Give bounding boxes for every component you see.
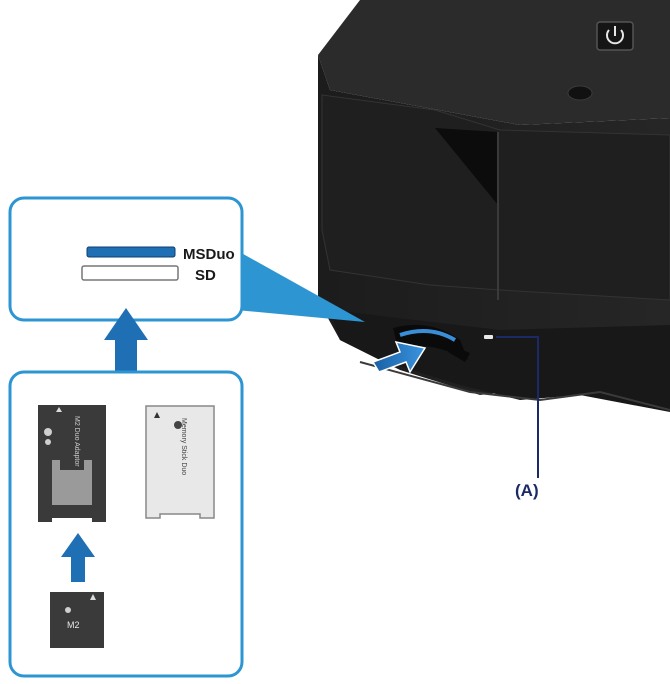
msduo-slot (86, 246, 176, 258)
card-micro-print: M2 (67, 620, 80, 630)
sd-label: SD (195, 267, 216, 284)
card-adapter: M2 Duo Adaptor (38, 405, 106, 522)
arrow-up-icon (104, 308, 148, 378)
cards-panel: M2 Duo Adaptor Memory Stick Duo M2 (8, 370, 244, 678)
msduo-label: MSDuo (183, 246, 235, 263)
access-lamp (484, 335, 493, 339)
power-icon (606, 26, 624, 45)
card-light: Memory Stick Duo (145, 405, 215, 519)
card-micro: M2 (50, 592, 104, 648)
printer-recess (435, 128, 498, 205)
callout-a-leader (496, 336, 539, 478)
card-light-print: Memory Stick Duo (180, 418, 187, 475)
card-adapter-print: M2 Duo Adaptor (73, 416, 80, 467)
zoom-callout-wedge (236, 250, 365, 322)
power-button[interactable] (596, 21, 634, 51)
printer-indicator (567, 85, 593, 101)
sd-slot (81, 265, 179, 281)
printer-card-slot (393, 324, 470, 362)
slot-opening-highlight (399, 329, 457, 342)
arrow-icon (371, 340, 427, 374)
printer-base-edge (359, 361, 670, 411)
callout-a-label: (A) (515, 481, 539, 500)
arrow-up-small-icon (61, 533, 95, 582)
printer (318, 0, 670, 412)
